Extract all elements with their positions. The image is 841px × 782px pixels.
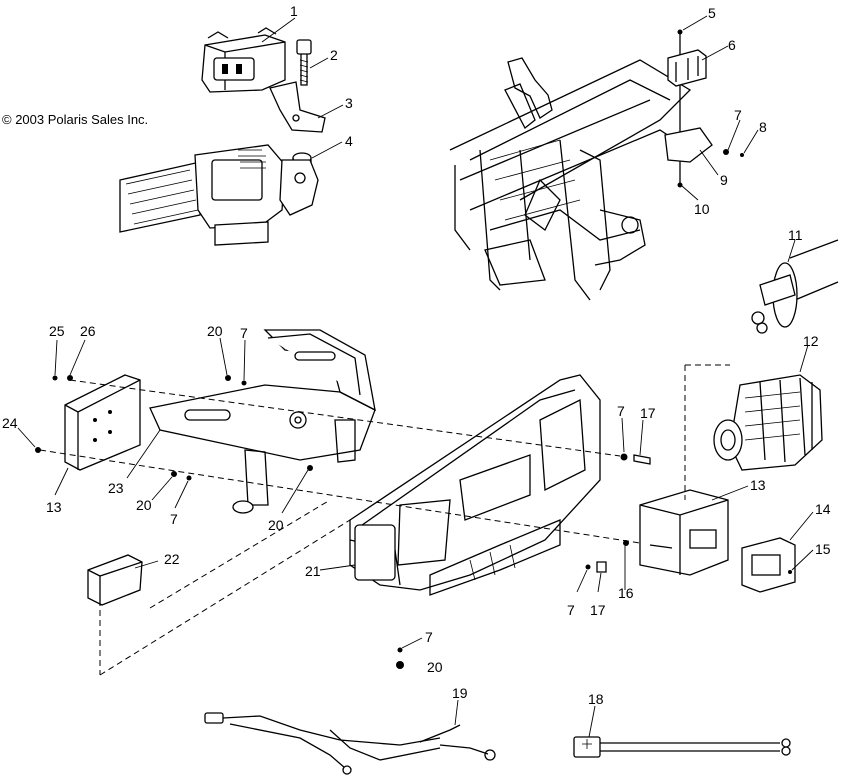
callout-11: 11 [788,227,803,243]
part-3-bracket [269,81,326,133]
callout-7-bottom: 7 [425,629,433,645]
part-22-work-light [87,554,143,606]
callout-12: 12 [803,333,819,349]
callout-13-right: 13 [750,477,766,493]
callout-15: 15 [815,541,831,557]
callout-20-top: 20 [207,323,223,339]
callout-19: 19 [452,685,468,701]
part-18-winch-cable [573,736,791,758]
callout-4: 4 [345,133,353,149]
callout-25: 25 [49,323,65,339]
callout-7-upper: 7 [617,403,625,419]
bracket-hardware [171,375,404,669]
callout-6: 6 [728,37,736,53]
callout-24: 24 [2,415,18,431]
callout-8: 8 [759,119,767,135]
callout-7-left: 7 [170,511,178,527]
copyright-text: © 2003 Polaris Sales Inc. [2,112,148,127]
callout-18: 18 [588,691,604,707]
part-19-wire-harness [204,712,496,775]
callout-7-top: 7 [240,325,248,341]
callout-leaders [17,15,814,738]
part-23-bumper-bracket [149,329,376,514]
assembly-guide-lines [39,364,730,676]
callout-16: 16 [618,585,634,601]
callout-2: 2 [330,47,338,63]
callout-5: 5 [708,5,716,21]
vehicle-frame [449,57,692,301]
part-12-winch [713,374,823,471]
handlebar-switch-assembly [119,144,319,246]
part-21-front-bumper [349,374,601,596]
part-2-screw [296,39,312,86]
callout-7-relay: 7 [734,107,742,123]
callout-10: 10 [694,201,710,217]
mount-hardware [585,453,651,573]
callout-20-mid: 20 [268,517,284,533]
part-6-relay-assembly [664,29,744,188]
callout-7-lower: 7 [567,602,575,618]
part-13-mount-plate-left [35,374,141,471]
callout-14: 14 [815,501,831,517]
part-1-switch-housing [201,27,286,93]
callout-20-bottom: 20 [427,659,443,675]
callout-20-left: 20 [136,497,152,513]
part-11-winch-switch [751,239,839,334]
callout-1: 1 [290,3,298,19]
callout-22: 22 [164,551,180,567]
callout-labels: 1 2 3 4 5 6 7 8 9 10 11 12 13 14 15 16 1… [2,3,831,707]
callout-21: 21 [305,563,321,579]
callout-23: 23 [108,480,124,496]
callout-26: 26 [80,323,96,339]
part-13-winch-mount-right [639,489,729,576]
callout-9: 9 [720,172,728,188]
callout-13-left: 13 [46,499,62,515]
callout-17-lower: 17 [590,602,606,618]
callout-3: 3 [345,95,353,111]
callout-17-upper: 17 [640,405,656,421]
part-14-fairlead-bracket [741,537,796,593]
